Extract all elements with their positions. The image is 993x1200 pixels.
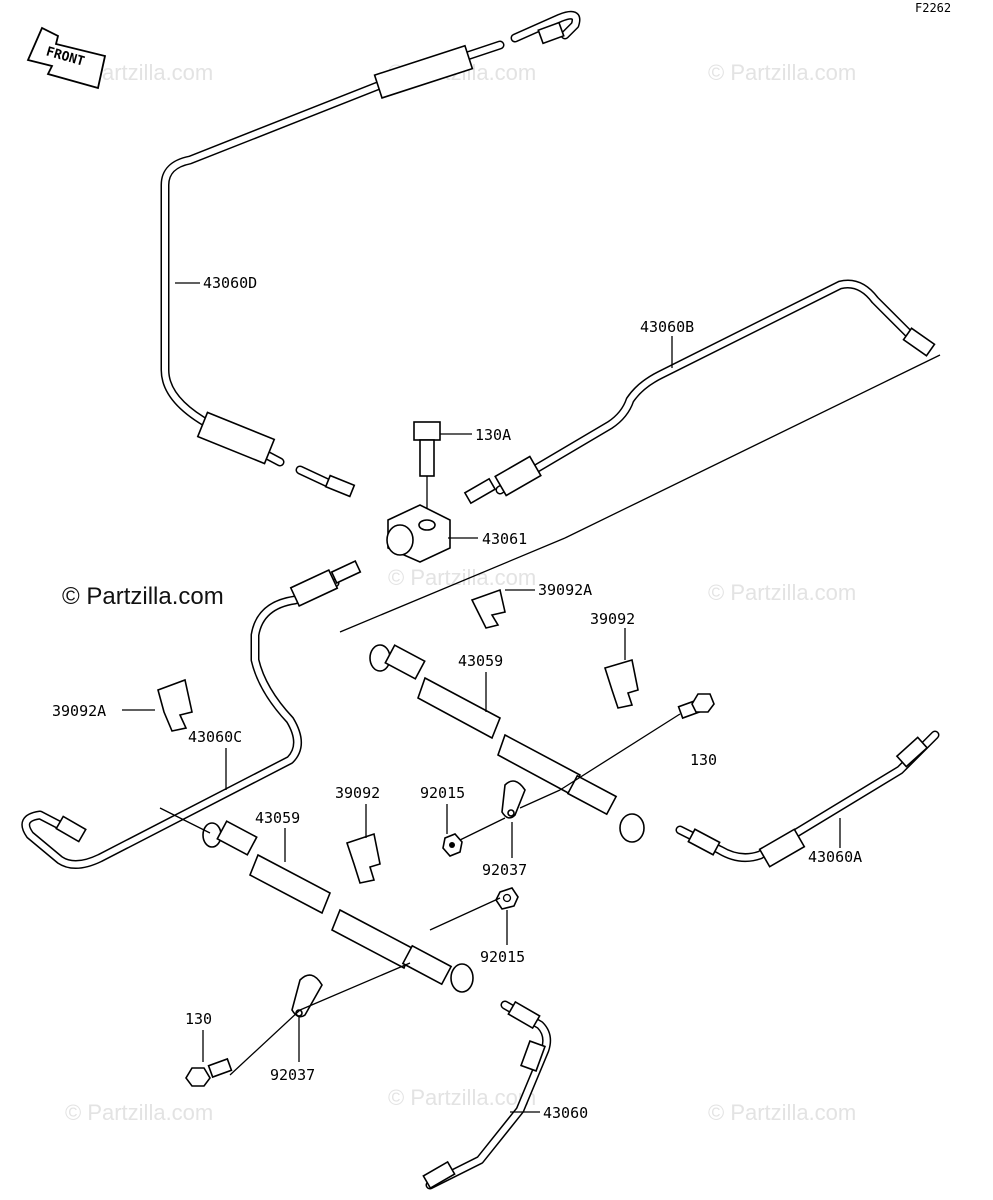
watermark-grid: © Partzilla.com © Partzilla.com © Partzi… bbox=[65, 60, 856, 1125]
watermark: © Partzilla.com bbox=[388, 1085, 536, 1110]
brake-pipe-43060C bbox=[21, 560, 362, 869]
watermark: © Partzilla.com bbox=[708, 580, 856, 605]
label-92037-upper: 92037 bbox=[482, 861, 527, 879]
bolt-130A bbox=[413, 421, 441, 520]
nut-92015-upper bbox=[442, 833, 463, 857]
clip-39092A-left bbox=[157, 678, 193, 732]
watermark: © Partzilla.com bbox=[388, 565, 536, 590]
label-130A: 130A bbox=[475, 426, 511, 444]
bolt-130-right bbox=[559, 693, 715, 791]
label-43060B: 43060B bbox=[640, 318, 694, 336]
clip-39092A-top bbox=[470, 588, 506, 629]
label-43060D: 43060D bbox=[203, 274, 257, 292]
brake-pipe-43060B bbox=[463, 279, 936, 505]
brake-pipe-43060A bbox=[675, 730, 940, 868]
label-43060C: 43060C bbox=[188, 728, 242, 746]
label-39092A-left: 39092A bbox=[52, 702, 106, 720]
label-92015-lower: 92015 bbox=[480, 948, 525, 966]
clamp-92037-lower bbox=[291, 974, 323, 1018]
label-43059-upper: 43059 bbox=[458, 652, 503, 670]
watermark: © Partzilla.com bbox=[708, 60, 856, 85]
label-43060: 43060 bbox=[543, 1104, 588, 1122]
clip-39092-right bbox=[603, 658, 639, 709]
clamp-92037-upper bbox=[501, 780, 526, 819]
brake-hose-43059-upper bbox=[369, 644, 645, 843]
label-43061: 43061 bbox=[482, 530, 527, 548]
label-43060A: 43060A bbox=[808, 848, 862, 866]
watermark: © Partzilla.com bbox=[708, 1100, 856, 1125]
label-43059-lower: 43059 bbox=[255, 809, 300, 827]
bolt-130-left bbox=[185, 1057, 233, 1087]
partzilla-watermark: © Partzilla.com bbox=[62, 583, 224, 610]
figure-code: F2262 bbox=[915, 1, 951, 15]
label-39092-mid: 39092 bbox=[335, 784, 380, 802]
clip-39092-mid bbox=[345, 832, 381, 884]
watermark: © Partzilla.com bbox=[65, 1100, 213, 1125]
front-direction-arrow: FRONT bbox=[26, 26, 107, 90]
brake-pipe-43060 bbox=[422, 1000, 552, 1190]
joint-43061 bbox=[386, 504, 451, 563]
label-130-left: 130 bbox=[185, 1010, 212, 1028]
label-92037-lower: 92037 bbox=[270, 1066, 315, 1084]
brake-pipe-43060D bbox=[160, 10, 581, 498]
brake-hose-43059-lower bbox=[202, 820, 474, 993]
label-92015-upper: 92015 bbox=[420, 784, 465, 802]
label-39092-right: 39092 bbox=[590, 610, 635, 628]
label-39092A-top: 39092A bbox=[538, 581, 592, 599]
part-labels: 43060D 43060B 130A 43061 39092A 39092 43… bbox=[52, 274, 862, 1122]
label-130-right: 130 bbox=[690, 751, 717, 769]
leader-lines bbox=[122, 282, 941, 1113]
